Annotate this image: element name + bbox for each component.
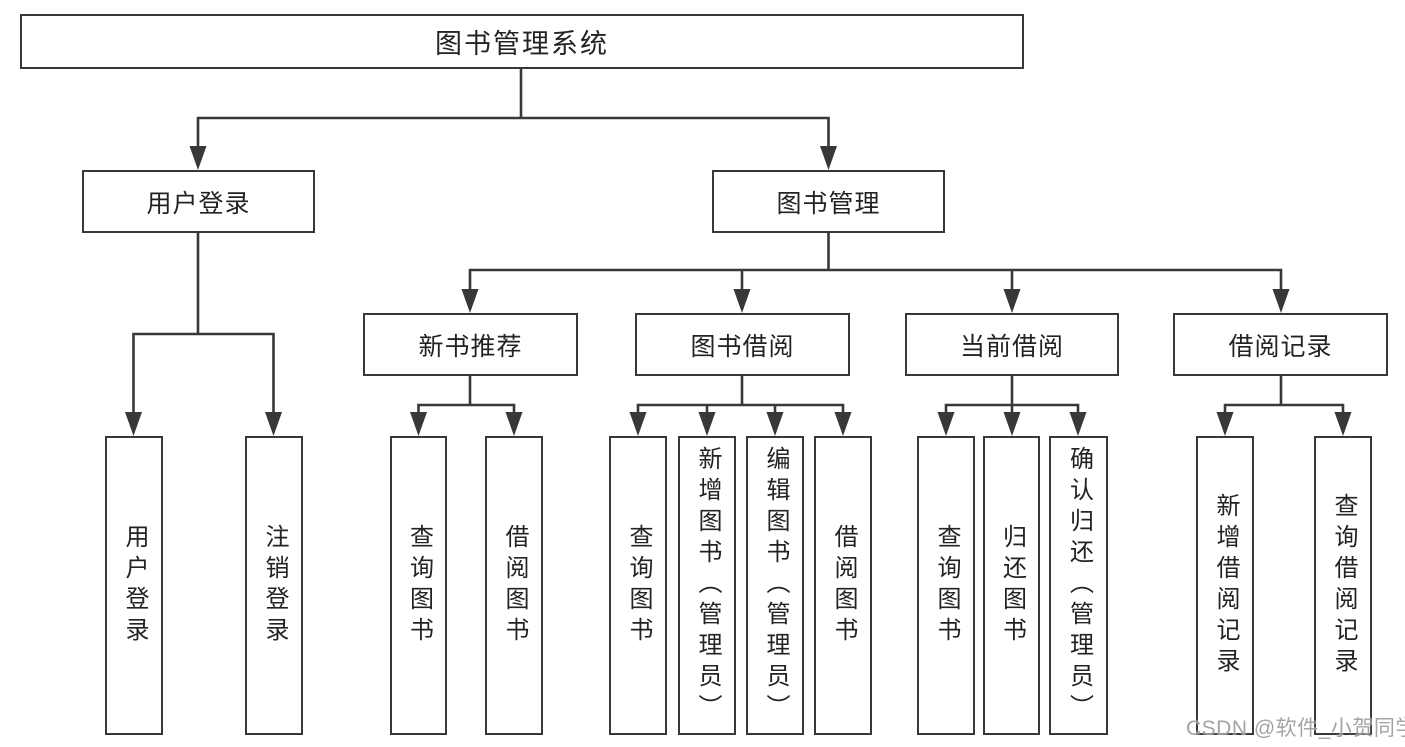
- arrowhead-borrow-record: [1272, 289, 1290, 313]
- leaf-borrow-borrow-books-label: 借阅图书: [830, 523, 857, 648]
- arrowhead-bb-edit: [766, 412, 784, 436]
- arrowhead-book-mgmt: [820, 146, 837, 170]
- arrowhead-cb-confirm: [1069, 412, 1087, 436]
- arrowhead-new-book: [461, 289, 479, 313]
- arrowhead-leaf-logout: [265, 412, 282, 436]
- arrowhead-bb-borrow: [834, 412, 852, 436]
- leaf-query-borrow-record: 查询借阅记录: [1314, 436, 1372, 735]
- connector-book-borrow-rail: [636, 403, 845, 414]
- csdn-watermark: CSDN @软件_小贺同学: [1186, 717, 1405, 740]
- node-book-mgmt: 图书管理: [712, 170, 945, 233]
- node-new-book-recommend-label: 新书推荐: [418, 332, 523, 361]
- leaf-user-login-label: 用户登录: [121, 523, 148, 648]
- connector-level2-rail: [468, 268, 1283, 291]
- leaf-return-books: 归还图书: [983, 436, 1040, 735]
- node-user-login-label: 用户登录: [146, 189, 251, 218]
- node-current-borrow-label: 当前借阅: [959, 332, 1064, 361]
- leaf-add-books-admin-label: 新增图书（管理员）: [694, 446, 721, 725]
- leaf-current-query-books: 查询图书: [917, 436, 975, 735]
- connector-new-book-rail: [417, 403, 516, 414]
- node-book-borrow-label: 图书借阅: [690, 332, 795, 361]
- leaf-newbook-borrow-books-label: 借阅图书: [501, 523, 528, 648]
- leaf-edit-books-admin: 编辑图书（管理员）: [746, 436, 804, 735]
- leaf-edit-books-admin-label: 编辑图书（管理员）: [762, 446, 789, 725]
- node-root-system: 图书管理系统: [20, 14, 1024, 69]
- arrowhead-br-add: [1216, 412, 1234, 436]
- arrowhead-bb-add: [698, 412, 716, 436]
- connector-user-login-rail: [132, 332, 275, 414]
- connector-borrow-record-rail: [1223, 403, 1345, 414]
- arrowhead-br-query: [1334, 412, 1352, 436]
- node-borrow-record: 借阅记录: [1173, 313, 1388, 376]
- leaf-add-borrow-record-label: 新增借阅记录: [1212, 492, 1239, 679]
- leaf-current-query-books-label: 查询图书: [933, 523, 960, 648]
- leaf-borrow-query-books-label: 查询图书: [625, 523, 652, 648]
- node-book-borrow: 图书借阅: [635, 313, 850, 376]
- leaf-user-login: 用户登录: [105, 436, 163, 735]
- arrowhead-current-borrow: [1003, 289, 1021, 313]
- arrowhead-nb-query: [410, 412, 427, 436]
- node-new-book-recommend: 新书推荐: [363, 313, 578, 376]
- arrowhead-bb-query: [629, 412, 647, 436]
- leaf-add-borrow-record: 新增借阅记录: [1196, 436, 1254, 735]
- arrowhead-cb-query: [937, 412, 955, 436]
- leaf-newbook-query-books: 查询图书: [390, 436, 447, 735]
- leaf-add-books-admin: 新增图书（管理员）: [678, 436, 736, 735]
- connector-level1-rail: [196, 116, 830, 148]
- arrowhead-user-login: [189, 146, 207, 170]
- leaf-query-borrow-record-label: 查询借阅记录: [1330, 492, 1357, 679]
- leaf-logout-login-label: 注销登录: [261, 523, 288, 648]
- arrowhead-cb-return: [1003, 412, 1021, 436]
- node-root-label: 图书管理系统: [435, 29, 609, 59]
- leaf-logout-login: 注销登录: [245, 436, 303, 735]
- node-book-mgmt-label: 图书管理: [776, 189, 881, 218]
- arrowhead-book-borrow: [733, 289, 751, 313]
- leaf-return-books-label: 归还图书: [998, 523, 1026, 648]
- node-borrow-record-label: 借阅记录: [1228, 332, 1333, 361]
- leaf-newbook-borrow-books: 借阅图书: [485, 436, 543, 735]
- leaf-confirm-return-admin-label: 确认归还（管理员）: [1065, 446, 1093, 725]
- arrowhead-nb-borrow: [505, 412, 523, 436]
- leaf-borrow-query-books: 查询图书: [609, 436, 667, 735]
- leaf-newbook-query-books-label: 查询图书: [405, 523, 433, 648]
- node-current-borrow: 当前借阅: [905, 313, 1119, 376]
- arrowhead-leaf-login: [125, 412, 142, 436]
- leaf-confirm-return-admin: 确认归还（管理员）: [1049, 436, 1108, 735]
- node-user-login: 用户登录: [82, 170, 315, 233]
- leaf-borrow-borrow-books: 借阅图书: [814, 436, 872, 735]
